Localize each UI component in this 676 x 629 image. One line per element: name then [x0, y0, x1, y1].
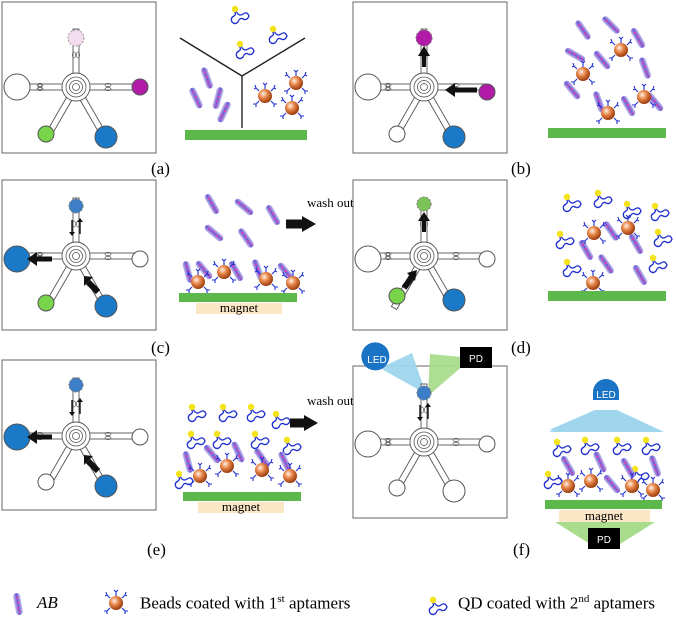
schematic-c — [179, 192, 316, 314]
legend-beads-label: Beads coated with 1st aptamers — [140, 593, 351, 613]
panel-label-d: (d) — [511, 338, 531, 357]
chip-panel-d — [352, 179, 508, 331]
reservoir-purple — [131, 78, 149, 96]
pd-box-f — [588, 528, 620, 549]
led-light-cone — [380, 353, 426, 394]
magnet-block — [196, 303, 282, 314]
magnet-label-e: magnet — [222, 499, 261, 514]
light-cone — [549, 410, 664, 432]
schematic-e — [174, 403, 318, 513]
panel-label-e: (e) — [147, 540, 166, 559]
led-icon — [361, 342, 390, 371]
pd-label-f: PD — [597, 535, 611, 546]
substrate — [185, 130, 307, 140]
chip-panel-b — [352, 1, 508, 154]
magnet-label-f: magnet — [585, 508, 624, 523]
led-label-f: LED — [596, 390, 615, 401]
wash-out-label-e: wash out — [307, 393, 354, 408]
led-icon-f — [593, 379, 619, 400]
reservoir-blue — [94, 125, 118, 149]
reservoir-sample — [67, 29, 85, 47]
legend-qd-icon — [428, 596, 448, 616]
pd-label: PD — [469, 354, 483, 365]
panel-label-a: (a) — [151, 159, 170, 178]
schematic-d — [548, 189, 673, 301]
reservoir-waste — [3, 73, 31, 101]
chip-panel-a — [1, 1, 157, 154]
reservoir-mix — [415, 29, 433, 47]
panel-label-f: (f) — [513, 540, 530, 559]
schematic-f — [543, 379, 666, 549]
led-label: LED — [367, 355, 386, 366]
wash-out-label-c: wash out — [307, 195, 354, 210]
panel-label-c: (c) — [151, 338, 170, 357]
magnet-label-c: magnet — [220, 300, 259, 315]
panel-label-b: (b) — [511, 159, 531, 178]
legend-bead-icon — [103, 589, 129, 615]
schematic-b — [548, 14, 666, 138]
schematic-a — [179, 5, 309, 140]
legend-qd-label: QD coated with 2nd aptamers — [458, 593, 655, 613]
legend-ab-icon — [12, 592, 24, 616]
legend-ab-label: AB — [37, 593, 58, 612]
chip-panel-detection — [352, 342, 508, 519]
chip-panel-e — [1, 359, 157, 511]
pd-box — [460, 347, 492, 368]
reservoir-green — [37, 125, 55, 143]
chip-panel-c — [1, 179, 157, 331]
